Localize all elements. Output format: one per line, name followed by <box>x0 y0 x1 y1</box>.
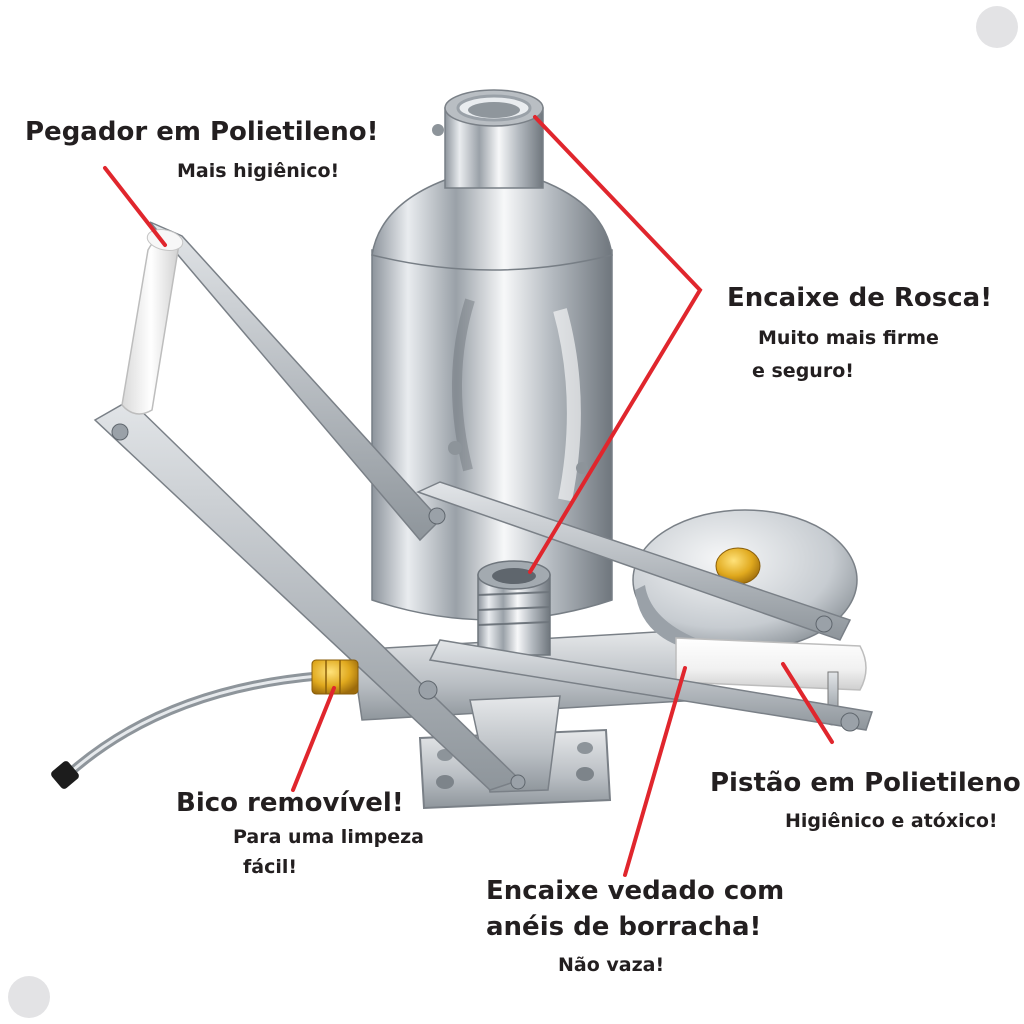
bottom-left-dot <box>8 976 50 1018</box>
callout-bico-sub-line2: fácil! <box>243 856 298 878</box>
callout-rosca-title: Encaixe de Rosca! <box>727 283 993 313</box>
callout-line-vedado <box>623 666 687 877</box>
callout-lines <box>103 115 834 877</box>
callout-bico-sub-line1: Para uma limpeza <box>233 826 424 848</box>
callout-pistao-sub: Higiênico e atóxico! <box>785 810 998 832</box>
callout-line-bico <box>291 686 336 792</box>
callout-rosca-sub-line1: Muito mais firme <box>758 327 939 349</box>
top-right-dot <box>976 6 1018 48</box>
callout-vedado-title-line2: anéis de borracha! <box>486 912 762 942</box>
polyethylene-handle <box>121 229 184 415</box>
callout-pegador-sub: Mais higiênico! <box>177 160 340 182</box>
removable-nozzle <box>51 659 359 789</box>
callout-line-rosca <box>528 115 703 574</box>
callout-pistao-title: Pistão em Polietileno! <box>710 768 1024 798</box>
callout-rosca-sub-line2: e seguro! <box>752 360 854 382</box>
callout-bico-title: Bico removível! <box>176 788 404 818</box>
callout-vedado-sub: Não vaza! <box>558 954 665 976</box>
callout-vedado-title-line1: Encaixe vedado com <box>486 876 785 906</box>
callout-line-pegador <box>103 166 167 247</box>
callout-line-pistao <box>781 662 834 744</box>
callout-pegador-title: Pegador em Polietileno! <box>25 117 379 147</box>
